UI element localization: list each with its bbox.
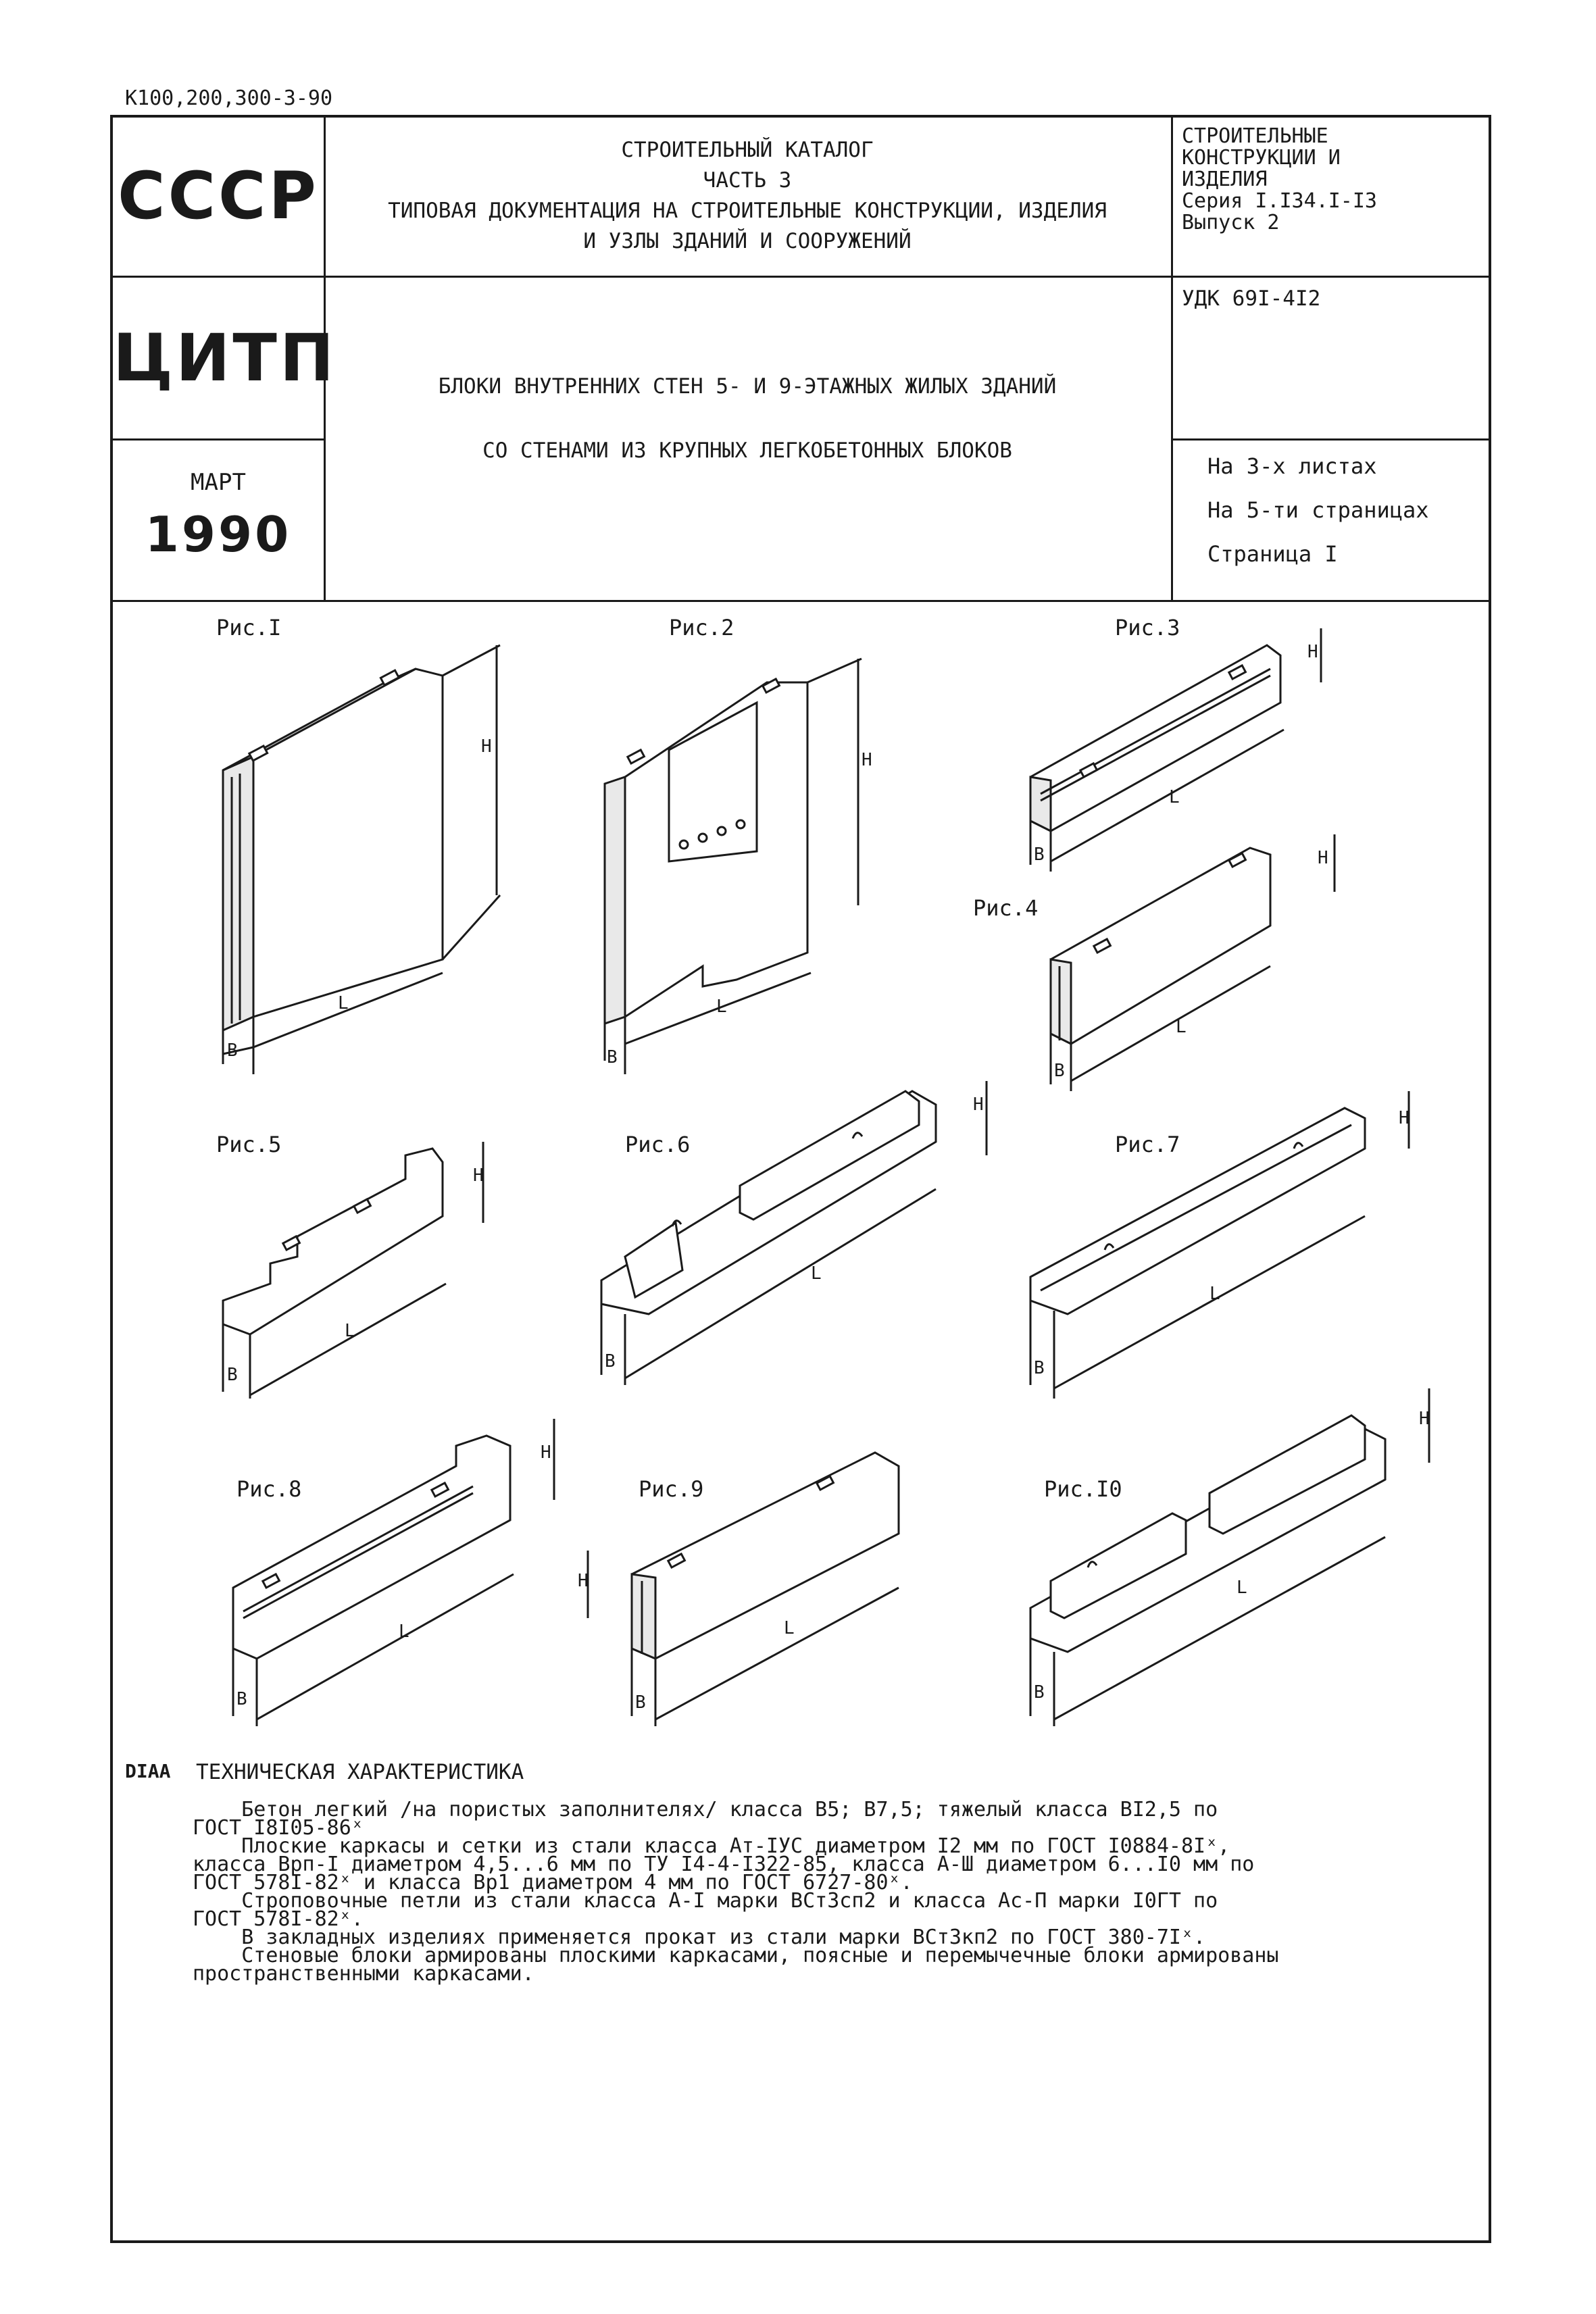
figure-6-drawing	[600, 1081, 988, 1385]
tech-line: В закладных изделиях применяется прокат …	[193, 1926, 1206, 1949]
dim-h-fig4: H	[1318, 848, 1328, 868]
catalog-line-2: ЧАСТЬ 3	[703, 168, 792, 193]
dim-h-fig8: H	[541, 1442, 551, 1463]
dim-l-fig9: L	[784, 1618, 795, 1638]
tech-heading: ТЕХНИЧЕСКАЯ ХАРАКТЕРИСТИКА	[196, 1760, 524, 1784]
document-title-line-1: БЛОКИ ВНУТРЕННИХ СТЕН 5- И 9-ЭТАЖНЫХ ЖИЛ…	[438, 374, 1057, 399]
dim-h-fig9: H	[578, 1571, 589, 1591]
issue-year: 1990	[145, 506, 292, 563]
dim-l-fig3: L	[1169, 787, 1180, 807]
figure-5-drawing	[222, 1142, 484, 1399]
figure-3-label: Рис.3	[1115, 615, 1180, 640]
dim-l-fig10: L	[1237, 1578, 1247, 1598]
sheet-count: На 3-х листах	[1207, 453, 1377, 479]
figure-6-label: Рис.6	[625, 1132, 691, 1157]
dim-l-fig7: L	[1210, 1284, 1220, 1304]
tech-prefix: DIAA	[125, 1760, 171, 1782]
section-line-1: СТРОИТЕЛЬНЫЕ	[1182, 124, 1328, 148]
dim-b-fig5: B	[227, 1365, 238, 1385]
figure-10-label: Рис.I0	[1044, 1476, 1122, 1502]
document-title-line-2: СО СТЕНАМИ ИЗ КРУПНЫХ ЛЕГКОБЕТОННЫХ БЛОК…	[482, 438, 1012, 463]
dim-l-fig6: L	[811, 1263, 822, 1284]
figure-10-drawing	[1029, 1388, 1430, 1726]
divider	[113, 276, 1491, 278]
catalog-line-4: И УЗЛЫ ЗДАНИЙ И СООРУЖЕНИЙ	[583, 229, 912, 253]
figure-7-label: Рис.7	[1115, 1132, 1180, 1157]
figure-7-drawing	[1029, 1091, 1410, 1399]
tech-line: Стеновые блоки армированы плоскими карка…	[193, 1944, 1279, 1967]
dim-h-fig10: H	[1419, 1409, 1430, 1429]
tech-line: Строповочные петли из стали класса А-I м…	[193, 1889, 1218, 1913]
dim-b-fig4: B	[1054, 1061, 1065, 1081]
divider	[113, 600, 1491, 602]
dim-b-fig9: B	[635, 1692, 646, 1713]
org-ussr: СССР	[118, 158, 319, 234]
page-count: На 5-ти страницах	[1207, 497, 1429, 523]
section-line-3: ИЗДЕЛИЯ	[1182, 168, 1268, 191]
dim-l-fig2: L	[716, 997, 727, 1017]
divider	[1171, 118, 1173, 600]
catalog-line-3: ТИПОВАЯ ДОКУМЕНТАЦИЯ НА СТРОИТЕЛЬНЫЕ КОН…	[388, 199, 1107, 223]
figure-2-label: Рис.2	[669, 615, 734, 640]
figure-4-label: Рис.4	[973, 895, 1039, 921]
figure-3-drawing	[1029, 628, 1322, 872]
dim-h-fig5: H	[473, 1165, 484, 1186]
dim-b-fig7: B	[1034, 1358, 1045, 1378]
tech-line: Бетон легкий /на пористых заполнителях/ …	[193, 1798, 1218, 1821]
figure-9-drawing	[587, 1451, 900, 1726]
dim-h-fig6: H	[973, 1095, 984, 1115]
figure-1-label: Рис.I	[216, 615, 282, 640]
divider	[1171, 438, 1491, 441]
drawing-frame: СССР ЦИТП МАРТ 1990 СТРОИТЕЛЬНЫЙ КАТАЛОГ…	[110, 115, 1491, 2243]
org-citp: ЦИТП	[113, 320, 337, 396]
figure-1-drawing	[222, 644, 501, 1074]
tech-line: ГОСТ I8I05-86ˣ	[193, 1816, 364, 1840]
dim-l-fig8: L	[399, 1621, 409, 1642]
divider	[324, 118, 326, 600]
dim-b-fig3: B	[1034, 845, 1045, 865]
tech-line: класса Врп-I диаметром 4,5...6 мм по ТУ …	[193, 1853, 1255, 1876]
figure-4-drawing	[1049, 834, 1336, 1091]
tech-line: ГОСТ 578I-82ˣ.	[193, 1907, 364, 1931]
dim-l-fig1: L	[338, 993, 349, 1013]
figure-2-drawing	[603, 657, 862, 1074]
dim-b-fig8: B	[236, 1689, 247, 1709]
tech-text: Бетон легкий /на пористых заполнителях/ …	[193, 1798, 1463, 1986]
dim-h-fig3: H	[1307, 642, 1318, 662]
dim-l-fig4: L	[1176, 1017, 1187, 1037]
figure-5-label: Рис.5	[216, 1132, 282, 1157]
dim-l-fig5: L	[345, 1321, 355, 1341]
udk-code: УДК 69I-4I2	[1182, 286, 1321, 311]
dim-b-fig6: B	[605, 1351, 616, 1372]
figure-9-label: Рис.9	[639, 1476, 704, 1502]
figure-8-drawing	[232, 1419, 555, 1726]
tech-line: пространственными каркасами.	[193, 1962, 534, 1986]
dim-b-fig2: B	[607, 1047, 618, 1067]
dim-b-fig10: B	[1034, 1682, 1045, 1703]
page-number: Страница I	[1207, 541, 1338, 567]
issue-number: Выпуск 2	[1182, 211, 1280, 234]
dim-b-fig1: B	[227, 1040, 238, 1061]
tech-line: ГОСТ 578I-82ˣ и класса Вр1 диаметром 4 м…	[193, 1871, 913, 1894]
document-code: К100,200,300-3-90	[125, 86, 333, 110]
issue-month: МАРТ	[191, 469, 246, 496]
dim-h-fig2: H	[862, 750, 872, 770]
section-line-2: КОНСТРУКЦИИ И	[1182, 146, 1341, 170]
dim-h-fig1: H	[481, 736, 492, 757]
dim-h-fig7: H	[1399, 1108, 1410, 1128]
series-number: Серия I.I34.I-I3	[1182, 189, 1377, 213]
tech-line: Плоские каркасы и сетки из стали класса …	[193, 1834, 1230, 1858]
figure-8-label: Рис.8	[236, 1476, 302, 1502]
divider	[113, 438, 324, 441]
catalog-line-1: СТРОИТЕЛЬНЫЙ КАТАЛОГ	[621, 138, 874, 162]
